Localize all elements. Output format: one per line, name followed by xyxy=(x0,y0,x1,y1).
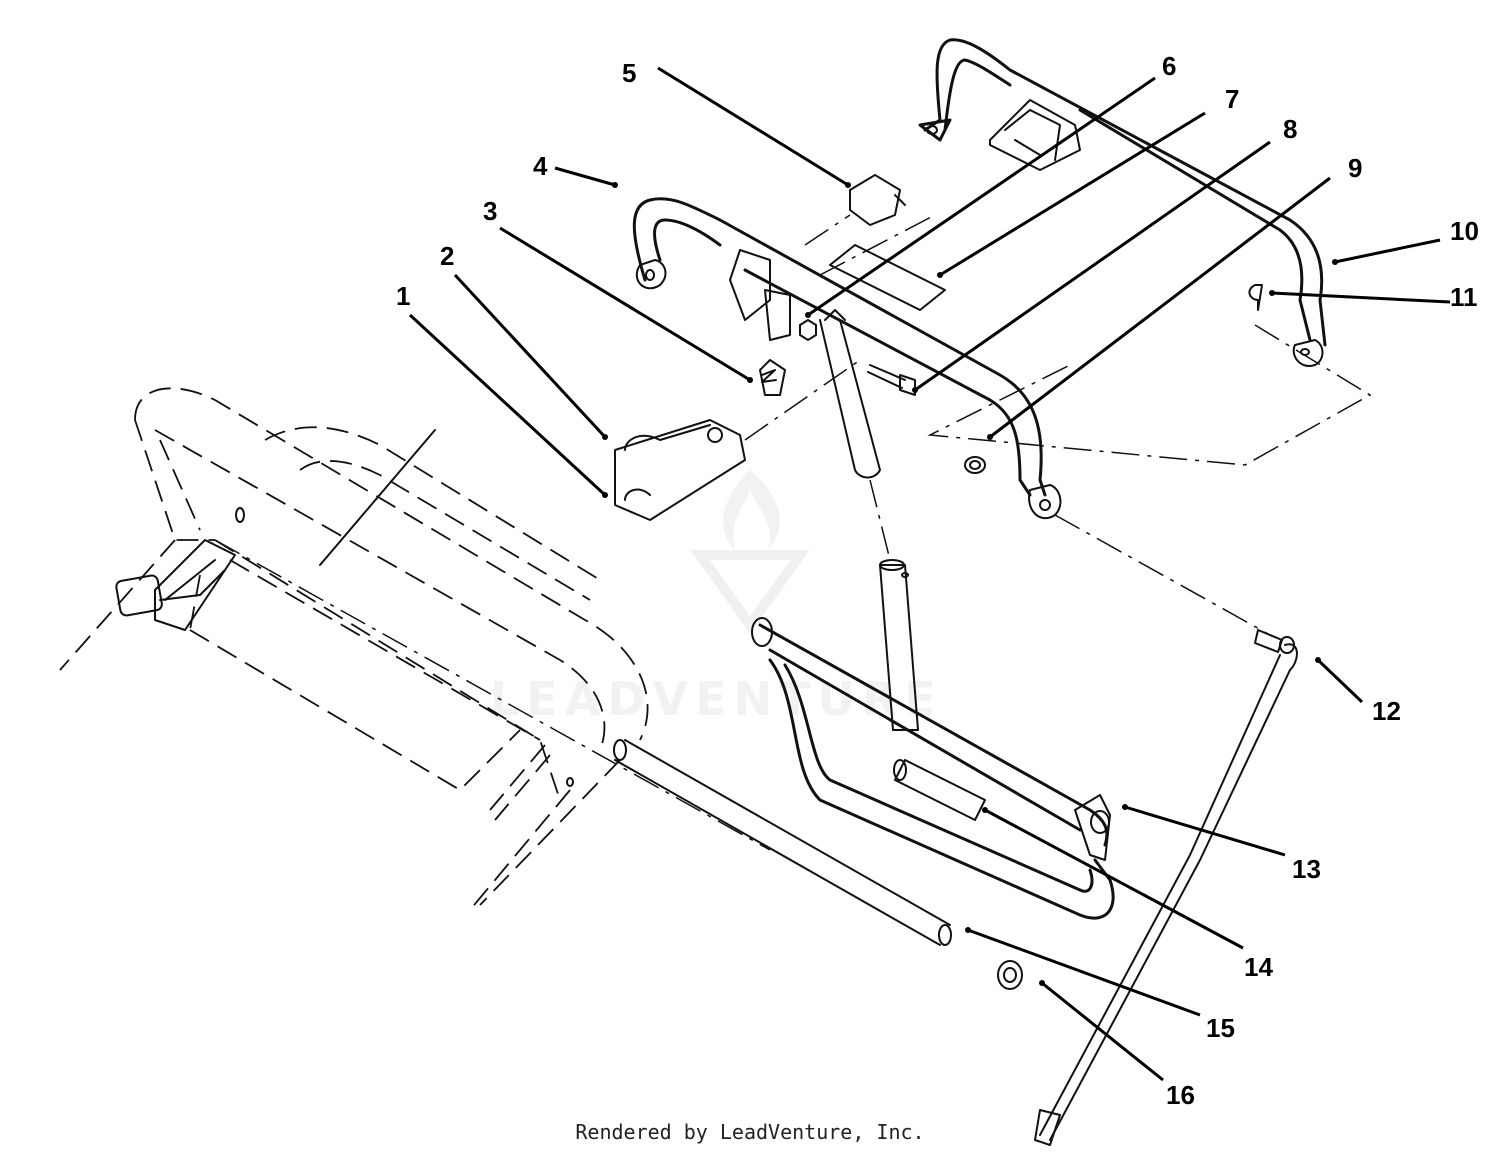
leader-4 xyxy=(554,166,616,187)
centerlines xyxy=(744,214,1372,636)
leader-11-dot xyxy=(1269,290,1275,296)
watermark-text: LEADVENTURE xyxy=(490,672,943,726)
callout-16: 16 xyxy=(1166,1080,1195,1110)
leader-8-dot xyxy=(912,387,918,393)
leader-15 xyxy=(967,928,1201,1017)
control-box xyxy=(115,539,236,631)
callout-9: 9 xyxy=(1348,153,1362,183)
leader-2-dot xyxy=(602,434,608,440)
bail-bracket xyxy=(729,249,791,341)
leader-14 xyxy=(984,808,1244,950)
leader-10 xyxy=(1334,238,1441,264)
leader-15-dot xyxy=(965,927,971,933)
callout-leaders xyxy=(408,66,1451,1082)
cable-guide xyxy=(989,99,1081,171)
leader-9-dot xyxy=(987,434,993,440)
leader-10-dot xyxy=(1332,259,1338,265)
leader-5 xyxy=(657,66,849,187)
leader-4-dot xyxy=(612,182,618,188)
vertical-tube xyxy=(819,309,881,479)
upper-handle xyxy=(918,38,1327,367)
leader-3 xyxy=(499,226,751,382)
lower-bail xyxy=(751,617,1115,920)
watermark-v-icon xyxy=(690,550,810,634)
callout-6: 6 xyxy=(1162,51,1176,81)
leader-16-dot xyxy=(1039,980,1045,986)
leader-16 xyxy=(1041,981,1164,1082)
control-cable xyxy=(1034,629,1298,1146)
callout-7: 7 xyxy=(1225,84,1239,114)
leader-13-dot xyxy=(1122,804,1128,810)
callout-10: 10 xyxy=(1450,216,1479,246)
leader-5-dot xyxy=(845,182,851,188)
leader-7-dot xyxy=(937,272,943,278)
leader-13 xyxy=(1124,805,1286,857)
callout-13: 13 xyxy=(1292,854,1321,884)
leader-7 xyxy=(939,111,1206,277)
callout-5: 5 xyxy=(622,58,636,88)
callout-4: 4 xyxy=(533,151,548,181)
leader-6 xyxy=(807,76,1156,317)
leader-12-dot xyxy=(1315,657,1321,663)
callout-3: 3 xyxy=(483,196,497,226)
leader-1-dot xyxy=(602,492,608,498)
callout-12: 12 xyxy=(1372,696,1401,726)
callout-8: 8 xyxy=(1283,114,1297,144)
watermark-flame-icon xyxy=(723,470,780,550)
callout-2: 2 xyxy=(440,241,454,271)
leader-14-dot xyxy=(982,807,988,813)
bail xyxy=(632,197,1062,520)
leader-1 xyxy=(408,313,607,497)
leader-12 xyxy=(1316,658,1364,704)
callout-1: 1 xyxy=(396,281,410,311)
leader-9 xyxy=(989,176,1331,439)
callout-11: 11 xyxy=(1450,282,1478,312)
spacer-tube xyxy=(893,759,986,821)
small-parts xyxy=(614,174,1263,990)
leader-6-dot xyxy=(805,312,811,318)
long-rod xyxy=(613,739,952,946)
callout-14: 14 xyxy=(1244,952,1273,982)
callout-15: 15 xyxy=(1206,1013,1235,1043)
leader-8 xyxy=(914,140,1271,392)
callout-labels: 1 2 3 4 5 6 7 8 9 10 11 12 13 14 15 16 xyxy=(396,51,1479,1110)
leader-3-dot xyxy=(747,377,753,383)
leader-11 xyxy=(1271,291,1451,304)
leader-2 xyxy=(453,273,607,439)
footer-credit: Rendered by LeadVenture, Inc. xyxy=(575,1120,925,1144)
connector-rod xyxy=(879,559,919,731)
reference-handle-dashed xyxy=(59,387,771,911)
